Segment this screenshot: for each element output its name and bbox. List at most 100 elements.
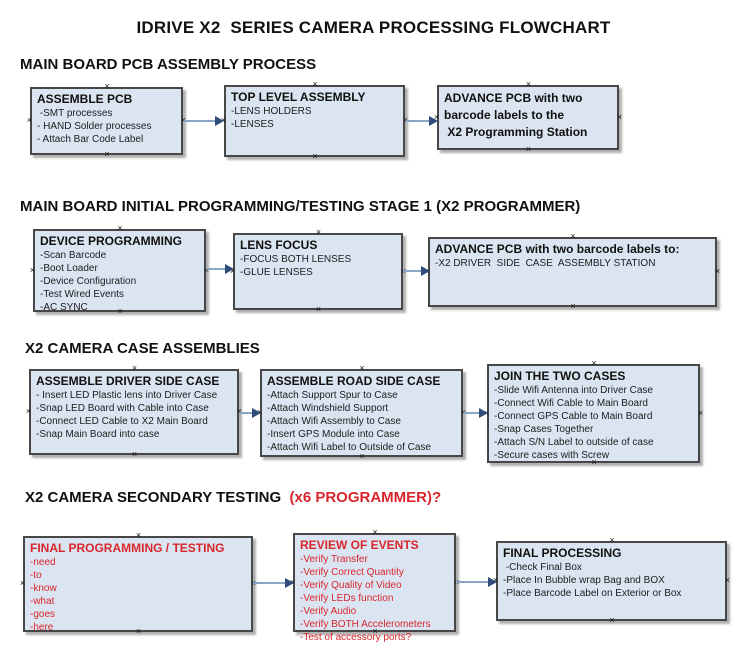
connection-point-icon: ×: [131, 449, 138, 459]
section-heading-case-assemblies: X2 CAMERA CASE ASSEMBLIES: [25, 340, 260, 357]
connection-point-icon: ×: [117, 223, 123, 233]
connection-point-icon: ×: [29, 264, 36, 275]
arrow-line: [184, 120, 216, 122]
box-item: -Attach Wifi Label to Outside of Case: [267, 442, 431, 453]
box-title: ADVANCE PCB with two barcode labels to:: [435, 242, 680, 256]
box-title: REVIEW OF EVENTS: [300, 538, 419, 552]
flow-box-advance-pcb-driver-side-station[interactable]: × × × × ADVANCE PCB with two barcode lab…: [425, 232, 720, 311]
box-item: -LENS HOLDERS: [231, 106, 312, 117]
heading-black-part: X2 CAMERA SECONDARY TESTING: [25, 489, 286, 506]
box-title: ASSEMBLE ROAD SIDE CASE: [267, 374, 441, 388]
box-item: -Attach S/N Label to outside of case: [494, 437, 654, 448]
box-item: -Verify Quality of Video: [300, 580, 402, 591]
flow-box-assemble-road-side-case[interactable]: × × × × ASSEMBLE ROAD SIDE CASE -Attach …: [257, 364, 466, 461]
connection-point-icon: ×: [697, 407, 704, 418]
flow-arrow[interactable]: [206, 264, 234, 274]
flow-arrow[interactable]: [239, 408, 261, 418]
connection-point-icon: ×: [131, 363, 138, 373]
box-item: -GLUE LENSES: [240, 267, 313, 278]
connection-point-icon: ×: [525, 79, 532, 89]
box-item: -Test Wired Events: [40, 289, 124, 300]
box-item: -Verify Audio: [300, 606, 357, 617]
box-item: -AC SYNC: [40, 302, 88, 313]
box-item: -Insert GPS Module into Case: [267, 429, 400, 440]
box-item: -Connect LED Cable to X2 Main Board: [36, 416, 208, 427]
box-item: -SMT processes: [37, 108, 113, 119]
arrow-line: [253, 582, 286, 584]
connection-point-icon: ×: [26, 115, 33, 125]
connection-point-icon: ×: [312, 79, 318, 89]
section-heading-secondary-testing: X2 CAMERA SECONDARY TESTING (x6 PROGRAMM…: [25, 489, 441, 506]
heading-red-part: (x6 PROGRAMMER)?: [285, 489, 442, 506]
flow-box-final-programming-testing[interactable]: × × × × FINAL PROGRAMMING / TESTING -nee…: [20, 531, 256, 636]
box-item: -goes: [30, 609, 56, 620]
arrow-head-icon: [225, 264, 234, 274]
flow-box-join-the-two-cases[interactable]: × × × × JOIN THE TWO CASES -Slide Wifi A…: [484, 359, 703, 467]
arrow-line: [456, 581, 489, 583]
arrow-head-icon: [215, 116, 224, 126]
flow-arrow[interactable]: [403, 266, 430, 276]
box-item: -X2 DRIVER SIDE CASE ASSEMBLY STATION: [435, 258, 656, 269]
box-item: X2 Programming Station: [444, 125, 588, 139]
section-heading-initial-programming: MAIN BOARD INITIAL PROGRAMMING/TESTING S…: [20, 198, 581, 215]
flow-box-final-processing[interactable]: × × × × FINAL PROCESSING -Check Final Bo…: [493, 536, 730, 625]
connection-point-icon: ×: [104, 81, 110, 91]
flow-arrow[interactable]: [463, 408, 488, 418]
box-item: -Test of accessory ports?: [300, 632, 412, 643]
box-item: -LENSES: [231, 119, 274, 130]
box-title: ASSEMBLE DRIVER SIDE CASE: [36, 374, 220, 388]
arrow-head-icon: [429, 116, 438, 126]
flow-box-lens-focus[interactable]: × × × × LENS FOCUS -FOCUS BOTH LENSES -G…: [230, 228, 406, 314]
box-item: -Verify Correct Quantity: [300, 567, 404, 578]
box-item: -Connect GPS Cable to Main Board: [494, 411, 653, 422]
connection-point-icon: ×: [135, 530, 142, 540]
box-item: -what: [30, 596, 55, 607]
box-title: DEVICE PROGRAMMING: [40, 234, 183, 248]
box-title: FINAL PROGRAMMING / TESTING: [30, 541, 225, 555]
box-item: -to: [30, 570, 42, 581]
box-title: ADVANCE PCB with two: [444, 91, 583, 105]
box-title: TOP LEVEL ASSEMBLY: [231, 90, 366, 104]
connection-point-icon: ×: [609, 535, 615, 545]
flow-arrow[interactable]: [406, 116, 438, 126]
arrow-head-icon: [252, 408, 261, 418]
box-item: -Attach Windshield Support: [267, 403, 389, 414]
flow-box-review-of-events[interactable]: × × × × REVIEW OF EVENTS -Verify Transfe…: [290, 528, 459, 644]
box-item: -need: [30, 557, 56, 568]
box-item: -Scan Barcode: [40, 250, 107, 261]
box-item: -Attach Wifi Assembly to Case: [267, 416, 401, 427]
flow-arrow[interactable]: [184, 116, 224, 126]
box-item: - Attach Bar Code Label: [37, 134, 144, 145]
box-item: -Secure cases with Screw: [494, 450, 610, 461]
arrow-head-icon: [285, 578, 294, 588]
arrow-head-icon: [479, 408, 488, 418]
arrow-head-icon: [488, 577, 497, 587]
box-item: -Verify BOTH Accelerometers: [300, 619, 431, 630]
flow-arrow[interactable]: [456, 577, 497, 587]
box-item: -know: [30, 583, 57, 594]
arrow-line: [239, 412, 253, 414]
box-item: -here: [30, 622, 54, 633]
box-item: -Place In Bubble wrap Bag and BOX: [503, 575, 665, 586]
flow-box-device-programming[interactable]: × × × × DEVICE PROGRAMMING -Scan Barcode…: [30, 224, 209, 316]
box-item: barcode labels to the: [444, 108, 565, 122]
box-title: JOIN THE TWO CASES: [494, 369, 626, 383]
flow-arrow[interactable]: [253, 578, 294, 588]
flow-box-assemble-driver-side-case[interactable]: × × × × ASSEMBLE DRIVER SIDE CASE - Inse…: [26, 364, 242, 459]
box-title: LENS FOCUS: [240, 238, 318, 252]
connection-point-icon: ×: [19, 578, 26, 588]
box-title: FINAL PROCESSING: [503, 546, 622, 560]
connection-point-icon: ×: [591, 358, 597, 368]
connection-point-icon: ×: [570, 231, 576, 241]
arrow-head-icon: [421, 266, 430, 276]
flow-box-advance-pcb-programming-station[interactable]: × × × × ADVANCE PCB with two barcode lab…: [434, 80, 622, 154]
flow-box-assemble-pcb[interactable]: × × × × ASSEMBLE PCB -SMT processes - HA…: [27, 82, 186, 159]
box-item: -Snap Cases Together: [494, 424, 594, 435]
flow-box-top-level-assembly[interactable]: × × × × TOP LEVEL ASSEMBLY -LENS HOLDERS…: [221, 80, 408, 161]
box-item: -FOCUS BOTH LENSES: [240, 254, 352, 265]
connection-point-icon: ×: [570, 301, 576, 311]
arrow-line: [206, 268, 226, 270]
section-heading-pcb-assembly: MAIN BOARD PCB ASSEMBLY PROCESS: [20, 56, 317, 73]
box-item: -Device Configuration: [40, 276, 137, 287]
